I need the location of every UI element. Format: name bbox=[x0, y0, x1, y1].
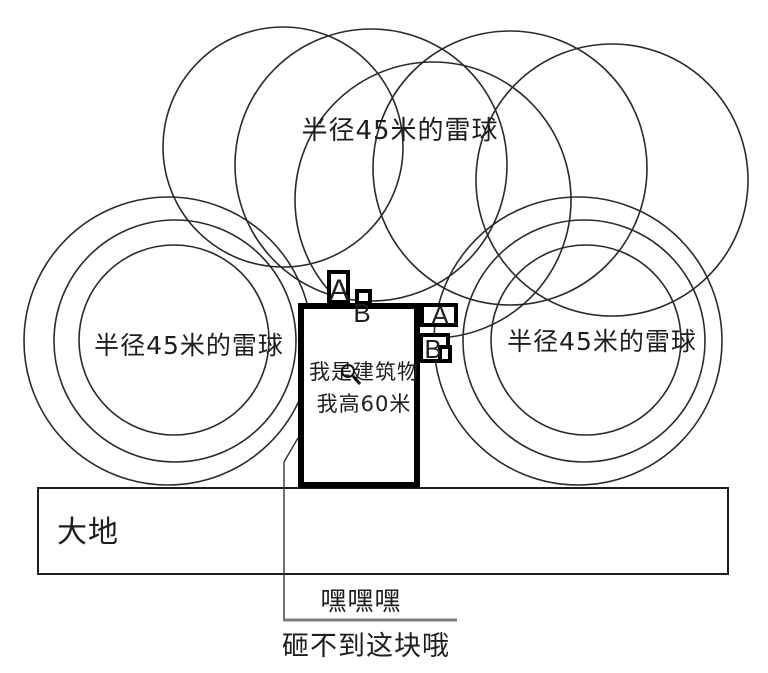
lightning-sphere-circle bbox=[475, 43, 749, 317]
callout-label-line2: 砸不到这块哦 bbox=[282, 631, 450, 662]
left-sphere-label: 半径45米的雷球 bbox=[94, 331, 284, 360]
callout-label-line1: 嘿嘿嘿 bbox=[320, 587, 401, 617]
top-sphere-cluster bbox=[162, 26, 749, 339]
marker-b-right-label: B bbox=[424, 334, 441, 364]
callout-leader-line bbox=[283, 437, 299, 620]
marker-a-top-label: A bbox=[329, 274, 349, 307]
lightning-sphere-circle bbox=[490, 244, 682, 436]
marker-box-a-right bbox=[420, 303, 458, 327]
building-label-line1: 我是建筑物 bbox=[309, 360, 419, 384]
right-sphere-label: 半径45米的雷球 bbox=[507, 327, 697, 356]
lightning-sphere-circle bbox=[78, 244, 270, 436]
ground-label: 大地 bbox=[57, 515, 119, 550]
lightning-sphere-circle bbox=[162, 26, 404, 268]
top-sphere-label: 半径45米的雷球 bbox=[301, 116, 498, 146]
lightning-sphere-circle bbox=[372, 30, 648, 306]
marker-box-a-top bbox=[327, 270, 350, 304]
lightning-sphere-circle bbox=[234, 28, 508, 302]
building-rect bbox=[298, 303, 420, 488]
marker-b-top-label: B bbox=[353, 298, 370, 328]
building-label-line2: 我高60米 bbox=[317, 392, 412, 416]
lightning-sphere-circle bbox=[53, 219, 297, 463]
lightning-sphere-circle bbox=[462, 219, 706, 463]
marker-box-b-right-notch bbox=[438, 345, 452, 363]
ground-rect bbox=[37, 487, 729, 575]
magnifier-cursor-icon bbox=[341, 364, 362, 385]
marker-box-b-top bbox=[355, 289, 372, 305]
marker-a-right-label: A bbox=[431, 300, 449, 330]
